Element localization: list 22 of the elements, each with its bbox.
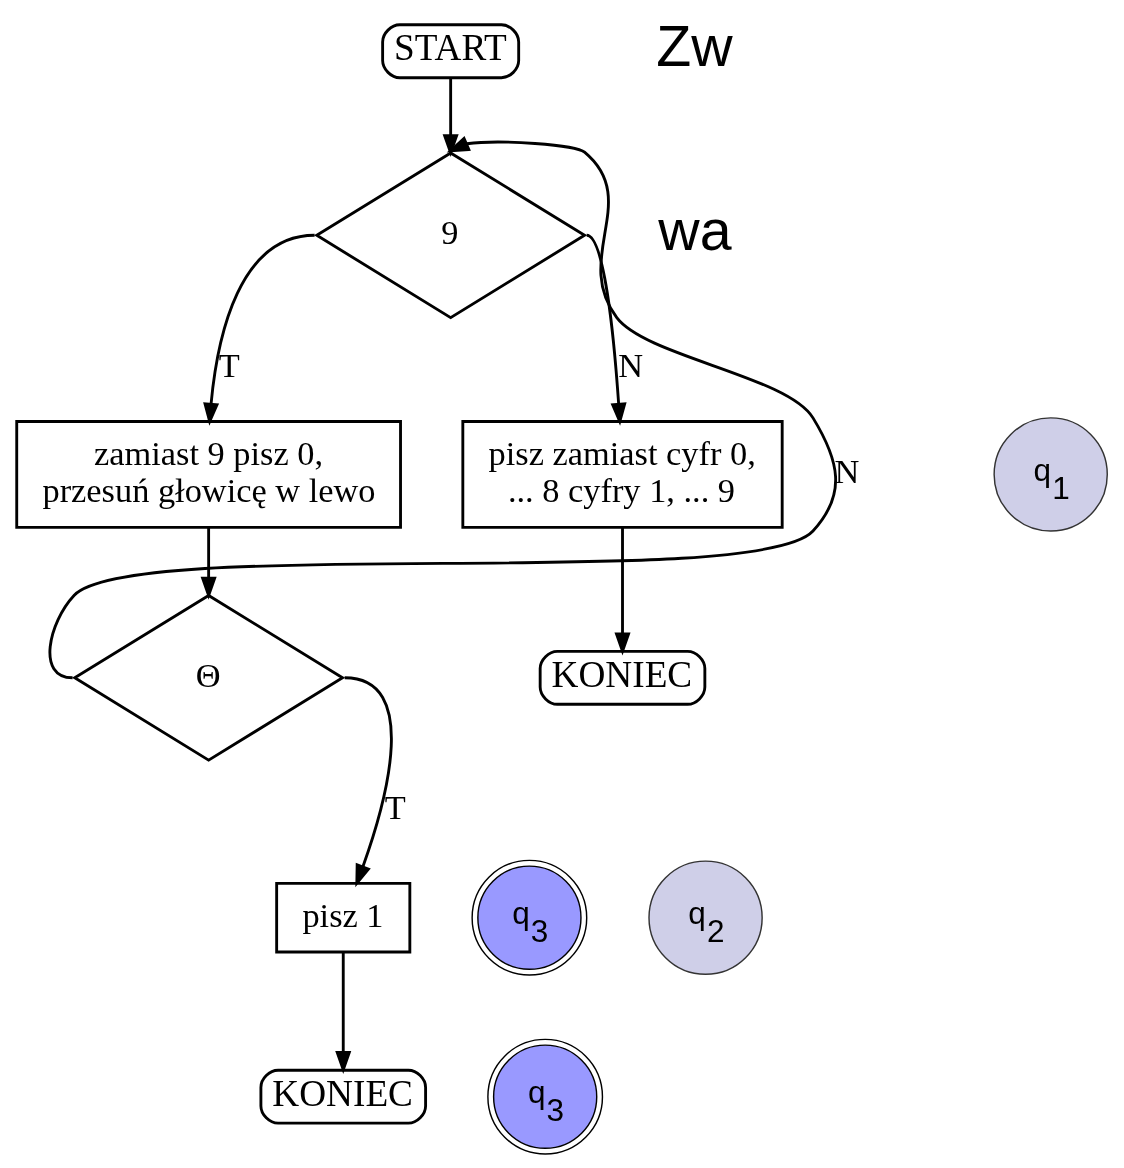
- arrow: [200, 527, 217, 600]
- arrow: [335, 952, 352, 1075]
- node-box: START: [381, 23, 521, 80]
- arrow: [203, 233, 315, 426]
- node-box: pisz zamiast cyfr 0, ... 8 cyfry 1, ... 9: [461, 420, 784, 529]
- arrow: [614, 527, 631, 656]
- arrow: [344, 676, 393, 888]
- edge-label: T: [218, 345, 240, 384]
- node-diamond: 9: [314, 151, 588, 320]
- node-box: pisz 1: [275, 881, 412, 954]
- node-box: KONIEC: [259, 1068, 427, 1125]
- edge-label: T: [384, 788, 406, 827]
- arrow: [49, 136, 837, 680]
- node-box: zamiast 9 pisz 0, przesuń głowicę w lewo: [15, 420, 402, 529]
- edge-label: N: [618, 345, 644, 384]
- label: wa: [658, 197, 732, 262]
- arrow: [442, 77, 459, 158]
- arrow: [586, 234, 627, 426]
- label: Zw: [656, 13, 733, 78]
- node-diamond: Θ: [72, 593, 346, 762]
- node-box: KONIEC: [538, 649, 707, 706]
- edge-label: N: [834, 452, 860, 491]
